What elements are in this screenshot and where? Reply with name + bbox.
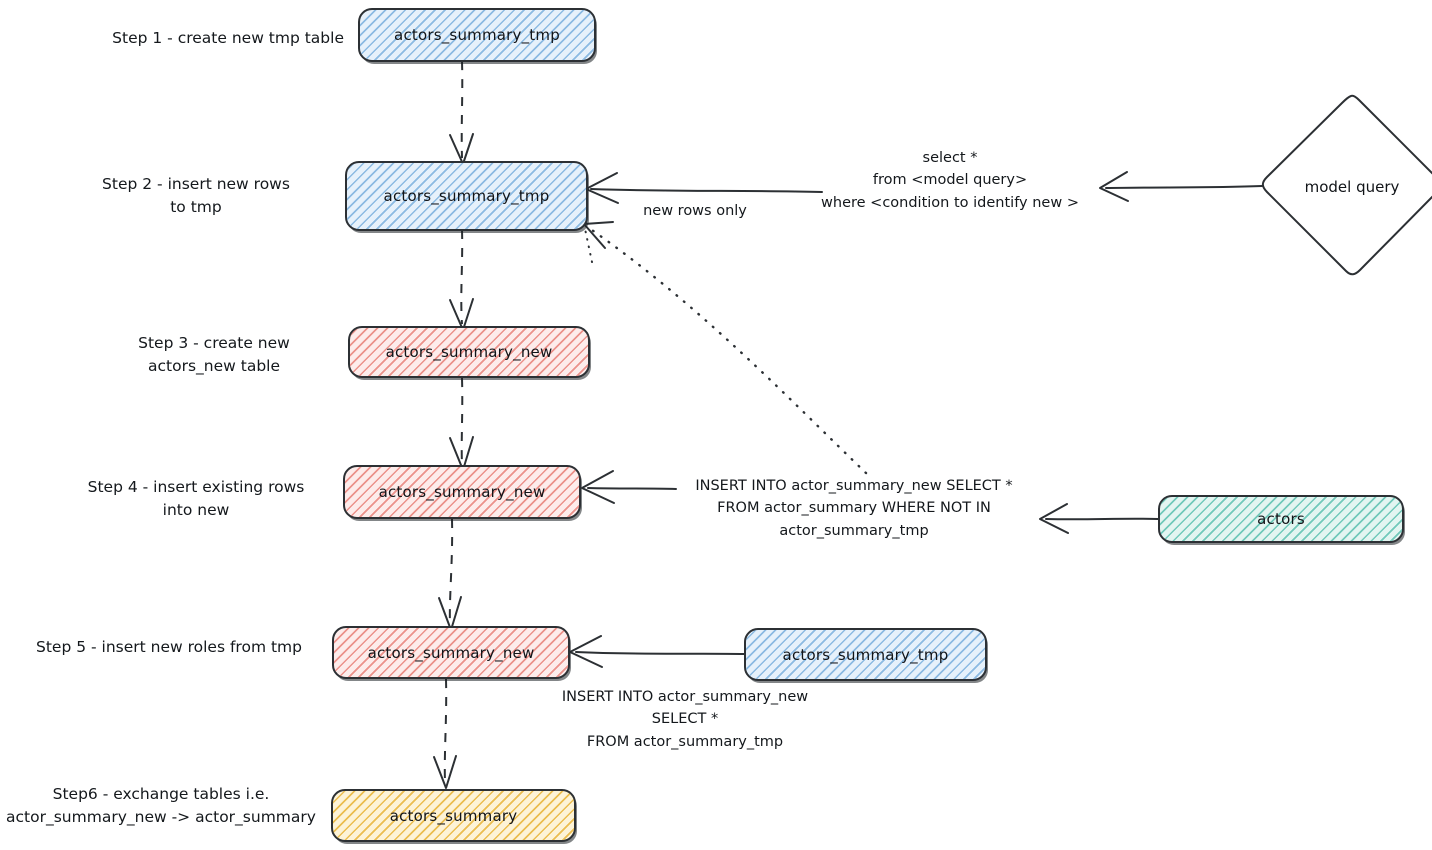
caption-step6: Step6 - exchange tables i.e. actor_summa… — [6, 785, 316, 827]
node-actors-summary-new-step4[interactable]: actors_summary_new — [343, 465, 581, 519]
edge-insert-sql-to-step4 — [581, 470, 677, 504]
node-actors-source[interactable]: actors — [1158, 495, 1404, 543]
edge-step5-to-step6 — [433, 678, 457, 789]
node-label: actors_summary — [389, 806, 518, 825]
node-label: actors_summary_tmp — [782, 645, 949, 664]
node-label: model query — [1304, 178, 1400, 196]
caption-step2: Step 2 - insert new rows to tmp — [102, 175, 290, 217]
edge-label-insert-new-roles-sql: INSERT INTO actor_summary_new SELECT * F… — [561, 689, 809, 750]
node-actors-summary-tmp-step1[interactable]: actors_summary_tmp — [358, 8, 596, 62]
edge-label-insert-existing-sql: INSERT INTO actor_summary_new SELECT * F… — [695, 478, 1013, 539]
node-actors-summary-new-step5[interactable]: actors_summary_new — [332, 626, 570, 679]
node-label: actors_summary_tmp — [394, 26, 560, 44]
edge-actors-to-insert-sql — [1039, 503, 1159, 534]
node-actors-summary-tmp-step2[interactable]: actors_summary_tmp — [345, 161, 588, 231]
edge-step3-to-step4 — [449, 377, 474, 471]
edge-step4-to-step5 — [438, 518, 462, 631]
caption-step4: Step 4 - insert existing rows into new — [87, 478, 305, 520]
edge-step2-to-step3 — [449, 229, 474, 331]
edge-step2-dotted-to-insert-sql — [583, 221, 868, 475]
edge-step1-to-step2 — [449, 60, 474, 165]
node-label: actors_summary_new — [378, 483, 546, 501]
node-actors-summary-tmp-source[interactable]: actors_summary_tmp — [744, 628, 987, 681]
caption-step1: Step 1 - create new tmp table — [112, 29, 344, 47]
node-label: actors_summary_new — [367, 643, 535, 662]
node-label: actors_summary_tmp — [383, 187, 550, 205]
edge-label-model-query-sql: select * from <model query> where <condi… — [821, 150, 1079, 211]
node-label: actors_summary_new — [385, 343, 553, 361]
edge-tmp-to-step5 — [569, 635, 745, 668]
node-model-query[interactable]: model query — [1256, 91, 1432, 283]
node-actors-summary-new-step3[interactable]: actors_summary_new — [348, 326, 590, 378]
node-label: actors — [1257, 510, 1305, 528]
edge-label-new-rows-only: new rows only — [643, 203, 747, 219]
node-actors-summary-step6[interactable]: actors_summary — [331, 789, 576, 842]
diamond-shape — [1261, 94, 1432, 276]
caption-step3: Step 3 - create new actors_new table — [138, 334, 290, 376]
caption-step5: Step 5 - insert new roles from tmp — [36, 638, 302, 656]
